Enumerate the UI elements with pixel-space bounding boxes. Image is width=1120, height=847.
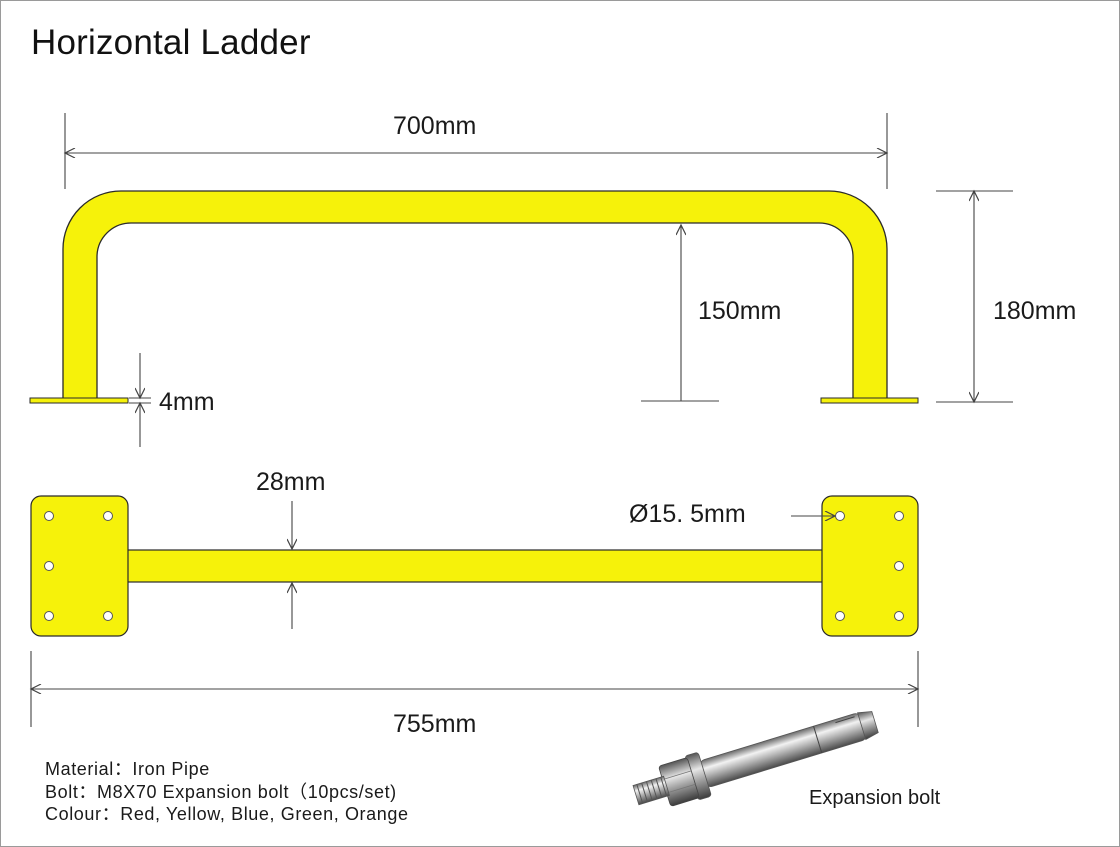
dimension-180 bbox=[936, 191, 1013, 402]
label-28mm: 28mm bbox=[256, 468, 326, 496]
top-view-ladder bbox=[30, 495, 919, 637]
ladder-side-profile bbox=[62, 190, 888, 400]
hole bbox=[835, 511, 845, 521]
dimension-150 bbox=[641, 225, 719, 402]
label-4mm: 4mm bbox=[159, 388, 215, 416]
bolt-cone bbox=[857, 711, 879, 741]
hole bbox=[835, 611, 845, 621]
hole bbox=[44, 561, 54, 571]
dimension-755 bbox=[31, 651, 918, 727]
right-mounting-plate bbox=[821, 495, 919, 637]
spec-material: Material：Iron Pipe bbox=[45, 759, 210, 779]
top-view-bar bbox=[126, 549, 824, 583]
expansion-bolt-caption: Expansion bolt bbox=[809, 787, 941, 809]
spec-colour: Colour：Red, Yellow, Blue, Green, Orange bbox=[45, 804, 409, 824]
right-base-plate-side bbox=[820, 397, 919, 404]
left-base-plate-side bbox=[29, 397, 129, 404]
hole bbox=[894, 561, 904, 571]
side-view-ladder bbox=[29, 190, 919, 404]
hole bbox=[894, 611, 904, 621]
spec-bolt: Bolt：M8X70 Expansion bolt（10pcs/set) bbox=[45, 781, 397, 802]
hole bbox=[894, 511, 904, 521]
dimension-4 bbox=[129, 353, 151, 447]
bolt-sleeve bbox=[699, 713, 867, 787]
label-755mm: 755mm bbox=[393, 710, 477, 738]
hole bbox=[44, 511, 54, 521]
hole bbox=[44, 611, 54, 621]
specifications: Material：Iron Pipe Bolt：M8X70 Expansion … bbox=[45, 758, 409, 826]
left-mounting-plate bbox=[30, 495, 129, 637]
dimension-700 bbox=[65, 113, 887, 189]
label-180mm: 180mm bbox=[993, 297, 1077, 325]
label-700mm: 700mm bbox=[393, 112, 477, 140]
label-hole-diameter: Ø15. 5mm bbox=[629, 500, 746, 528]
page-title: Horizontal Ladder bbox=[31, 23, 311, 62]
expansion-bolt-image bbox=[632, 711, 879, 807]
hole bbox=[103, 611, 113, 621]
label-150mm: 150mm bbox=[698, 297, 782, 325]
hole bbox=[103, 511, 113, 521]
